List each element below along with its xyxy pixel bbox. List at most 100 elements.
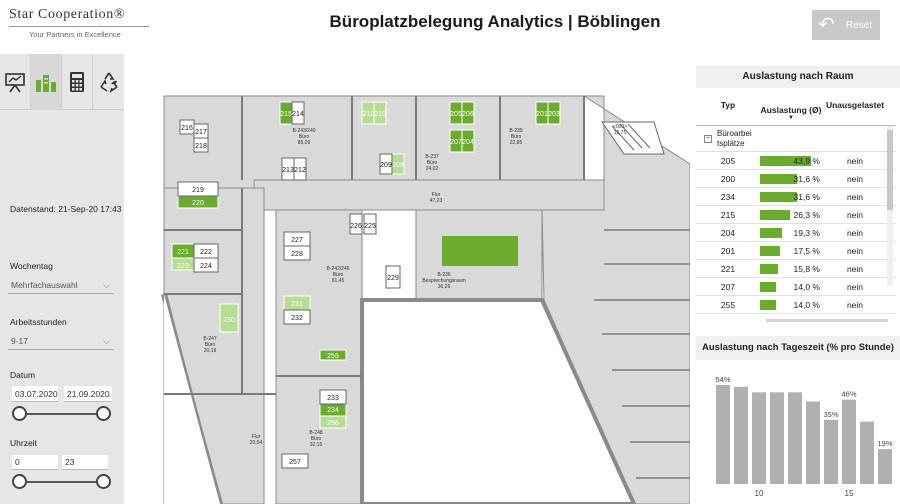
utilization-value: 17,5 % bbox=[793, 245, 820, 256]
table-scrollbar-thumb[interactable] bbox=[887, 130, 893, 210]
chart-data-label: 19% bbox=[877, 439, 892, 448]
cell-typ: 201 bbox=[720, 245, 736, 256]
utilization-value: 31,6 % bbox=[793, 173, 820, 184]
cell-unausgelastet: nein bbox=[846, 155, 864, 166]
cell-auslastung: 43,9 % bbox=[760, 155, 822, 167]
cell-unausgelastet: nein bbox=[846, 263, 864, 274]
chart-bar[interactable] bbox=[842, 399, 856, 484]
chart-data-label: 46% bbox=[841, 390, 856, 399]
table-title: Auslastung nach Raum bbox=[696, 66, 900, 88]
col-typ-header[interactable]: Typ bbox=[720, 100, 736, 110]
wochentag-dropdown[interactable]: Mehrfachauswahl ⌵ bbox=[8, 276, 114, 294]
chart-bar[interactable] bbox=[788, 392, 802, 484]
datum-slider-end-handle[interactable] bbox=[96, 406, 111, 421]
logo-tagline: Your Partners in Excellence bbox=[29, 30, 121, 39]
presentation-icon[interactable] bbox=[0, 54, 31, 110]
chart-bar[interactable] bbox=[824, 419, 838, 484]
uhrzeit-to-input[interactable]: 23 bbox=[62, 455, 108, 470]
chart-tick-label: 10 bbox=[755, 489, 764, 498]
cell-typ: 207 bbox=[720, 281, 736, 292]
wochentag-value: Mehrfachauswahl bbox=[11, 280, 78, 290]
datum-slider-start-handle[interactable] bbox=[12, 406, 27, 421]
chart-bar[interactable] bbox=[878, 449, 892, 484]
table-horizontal-scrollbar[interactable] bbox=[766, 319, 888, 322]
table-row[interactable]: 205 43,9 % nein bbox=[696, 152, 896, 170]
svg-text:16,75: 16,75 bbox=[614, 130, 627, 136]
svg-text:Büro: Büro bbox=[299, 134, 310, 140]
col-auslastung-header[interactable]: Auslastung (Ø) ▼ bbox=[760, 96, 822, 125]
chart-bar[interactable] bbox=[734, 386, 748, 484]
table-scrollbar[interactable] bbox=[887, 126, 893, 286]
svg-text:207: 207 bbox=[450, 139, 462, 146]
uhrzeit-slider-track[interactable] bbox=[16, 481, 104, 483]
svg-text:36,26: 36,26 bbox=[438, 284, 451, 290]
utilization-bar bbox=[760, 227, 783, 238]
cell-typ: 204 bbox=[720, 227, 736, 238]
svg-text:217: 217 bbox=[195, 129, 207, 136]
arbeitsstunden-dropdown[interactable]: 9-17 ⌵ bbox=[8, 332, 114, 350]
chart-title: Auslastung nach Tageszeit (% pro Stunde) bbox=[696, 336, 900, 360]
chart-bar[interactable] bbox=[860, 421, 874, 484]
chart-tick-label: 15 bbox=[845, 489, 854, 498]
table-row[interactable]: 22012,3 %nein bbox=[696, 314, 896, 316]
datum-to-input[interactable]: 21.09.2020 bbox=[64, 386, 112, 402]
cell-typ: 215 bbox=[720, 209, 736, 220]
svg-text:227: 227 bbox=[291, 237, 303, 244]
right-panel: Auslastung nach Raum Typ Auslastung (Ø) … bbox=[696, 66, 900, 504]
building-chart-icon[interactable] bbox=[31, 54, 62, 110]
cell-typ: 234 bbox=[720, 191, 736, 202]
uhrzeit-slider-start-handle[interactable] bbox=[12, 474, 27, 489]
arbeitsstunden-value: 9-17 bbox=[11, 336, 29, 346]
svg-text:22,85: 22,85 bbox=[510, 140, 523, 146]
chart-bar[interactable] bbox=[752, 392, 766, 484]
svg-text:214: 214 bbox=[292, 111, 304, 118]
utilization-bar bbox=[760, 263, 779, 274]
cell-unausgelastet: nein bbox=[846, 209, 864, 220]
sort-descending-icon: ▼ bbox=[788, 114, 794, 121]
utilization-bar bbox=[760, 299, 777, 310]
col-unausgelastet-header[interactable]: Unausgelastet bbox=[825, 100, 885, 110]
datum-from-input[interactable]: 03.07.2020 bbox=[12, 386, 58, 402]
chart-bar[interactable] bbox=[770, 392, 784, 484]
svg-text:221: 221 bbox=[177, 249, 189, 256]
cell-auslastung: 14,0 % bbox=[760, 299, 822, 311]
chart-bar[interactable] bbox=[806, 401, 820, 485]
chart-data-label: 54% bbox=[715, 375, 730, 384]
company-logo: Star Cooperation® Your Partners in Excel… bbox=[9, 7, 149, 39]
reset-button[interactable]: ↶ Reset bbox=[812, 10, 880, 40]
uhrzeit-from-input[interactable]: 0 bbox=[12, 455, 58, 470]
cell-auslastung: 19,3 % bbox=[760, 227, 822, 239]
datum-slider-track[interactable] bbox=[16, 413, 104, 415]
col-auslastung-label: Auslastung (Ø) bbox=[760, 104, 822, 115]
collapse-icon[interactable]: − bbox=[704, 134, 712, 143]
uhrzeit-slider-end-handle[interactable] bbox=[96, 474, 111, 489]
svg-text:223: 223 bbox=[177, 263, 189, 270]
recycle-icon[interactable] bbox=[93, 54, 124, 110]
svg-text:209: 209 bbox=[380, 162, 392, 169]
svg-text:230: 230 bbox=[223, 317, 235, 324]
svg-text:234: 234 bbox=[327, 407, 339, 414]
utilization-value: 31,6 % bbox=[793, 191, 820, 202]
cell-typ: 205 bbox=[720, 155, 736, 166]
chart-bar[interactable] bbox=[716, 385, 730, 484]
calculator-icon[interactable] bbox=[62, 54, 93, 110]
svg-text:206: 206 bbox=[462, 111, 474, 118]
utilization-value: 14,0 % bbox=[793, 281, 820, 292]
group-row[interactable]: − Büroarbei tsplätze bbox=[696, 126, 896, 152]
svg-text:226: 226 bbox=[350, 223, 362, 230]
svg-text:Büro: Büro bbox=[311, 436, 322, 442]
utilization-bar bbox=[760, 209, 791, 220]
svg-text:218: 218 bbox=[195, 143, 207, 150]
chevron-down-icon: ⌵ bbox=[103, 280, 110, 290]
